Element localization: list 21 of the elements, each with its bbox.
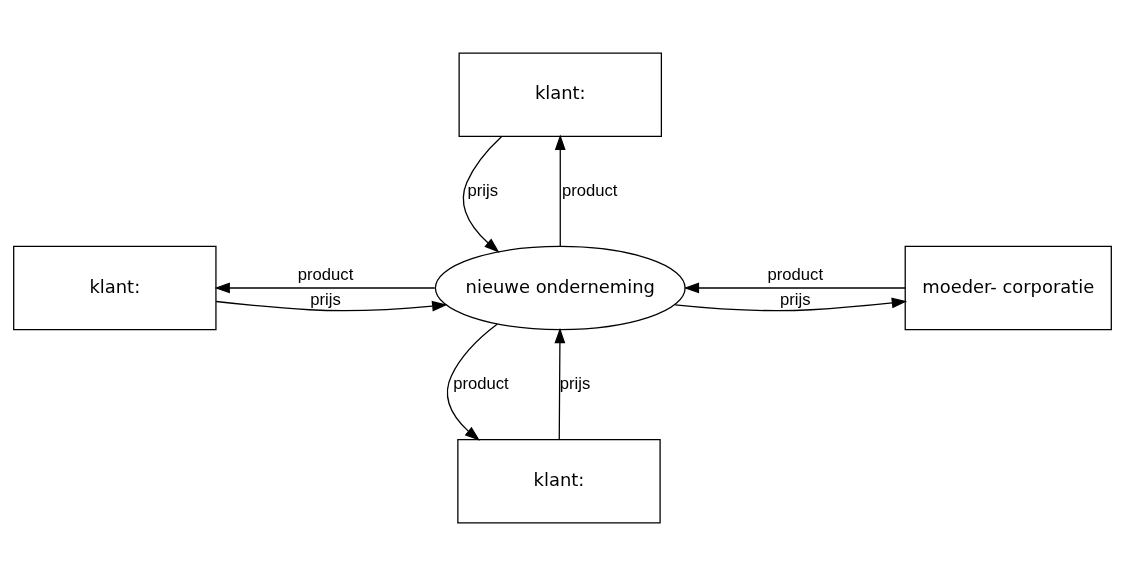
- arrow: [554, 134, 566, 247]
- node-ellipse: nieuwe onderneming: [434, 245, 686, 331]
- edge-label: product: [561, 180, 618, 200]
- arrow: [462, 136, 503, 253]
- arrow: [215, 300, 448, 312]
- arrow: [214, 282, 436, 294]
- edge-label: product: [297, 264, 354, 284]
- arrow: [554, 327, 566, 441]
- arrow: [683, 282, 906, 294]
- node-box: klant:: [457, 439, 661, 524]
- node-box: moeder- corporatie: [904, 245, 1112, 331]
- edge-label: prijs: [467, 180, 499, 200]
- edge-label: prijs: [310, 290, 341, 310]
- node-box: klant:: [13, 245, 217, 331]
- arrow: [446, 323, 498, 441]
- node-box: klant:: [458, 52, 662, 137]
- edge-label: prijs: [780, 290, 811, 310]
- edge-label: product: [767, 264, 824, 284]
- arrow: [674, 297, 908, 312]
- edge-label: prijs: [559, 373, 591, 393]
- edge-label: product: [453, 373, 509, 393]
